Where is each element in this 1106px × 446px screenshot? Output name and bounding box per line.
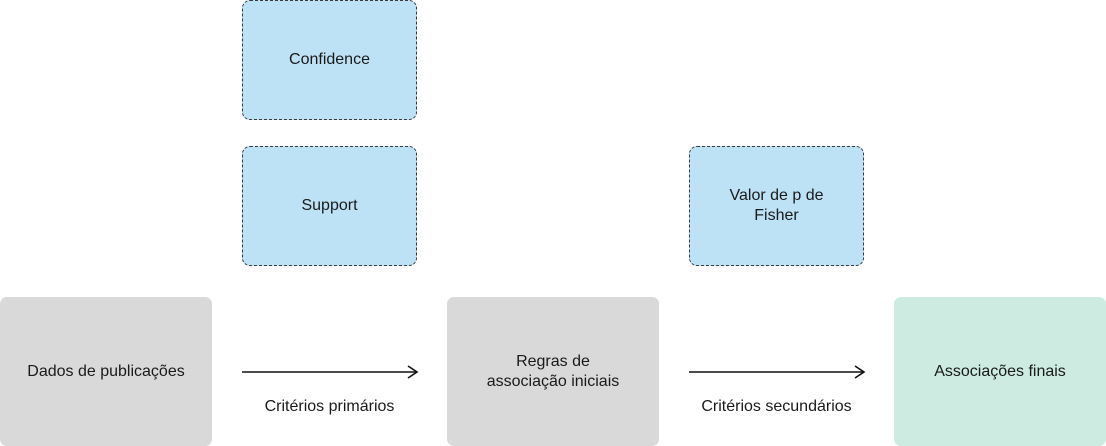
support-box: Support	[242, 146, 417, 266]
secondary-arrow-head	[854, 365, 866, 379]
final-associations-box: Associações finais	[894, 297, 1106, 446]
confidence-box: Confidence	[242, 0, 417, 120]
publication-data-label: Dados de publicações	[27, 362, 185, 380]
confidence-label: Confidence	[289, 51, 370, 68]
initial-rules-label: Regras de associação iniciais	[486, 352, 620, 390]
secondary-criteria-label: Critérios secundários	[701, 398, 852, 415]
primary-arrow-head	[407, 365, 419, 379]
fisher-p-value-box: Valor de p de Fisher	[689, 146, 864, 266]
final-associations-label: Associações finais	[934, 362, 1066, 380]
primary-criteria-label: Critérios primários	[264, 398, 395, 415]
initial-rules-box: Regras de associação iniciais	[447, 297, 659, 446]
publication-data-box: Dados de publicações	[0, 297, 212, 446]
support-label: Support	[301, 197, 358, 214]
fisher-p-value-label: Valor de p de Fisher	[729, 187, 824, 224]
